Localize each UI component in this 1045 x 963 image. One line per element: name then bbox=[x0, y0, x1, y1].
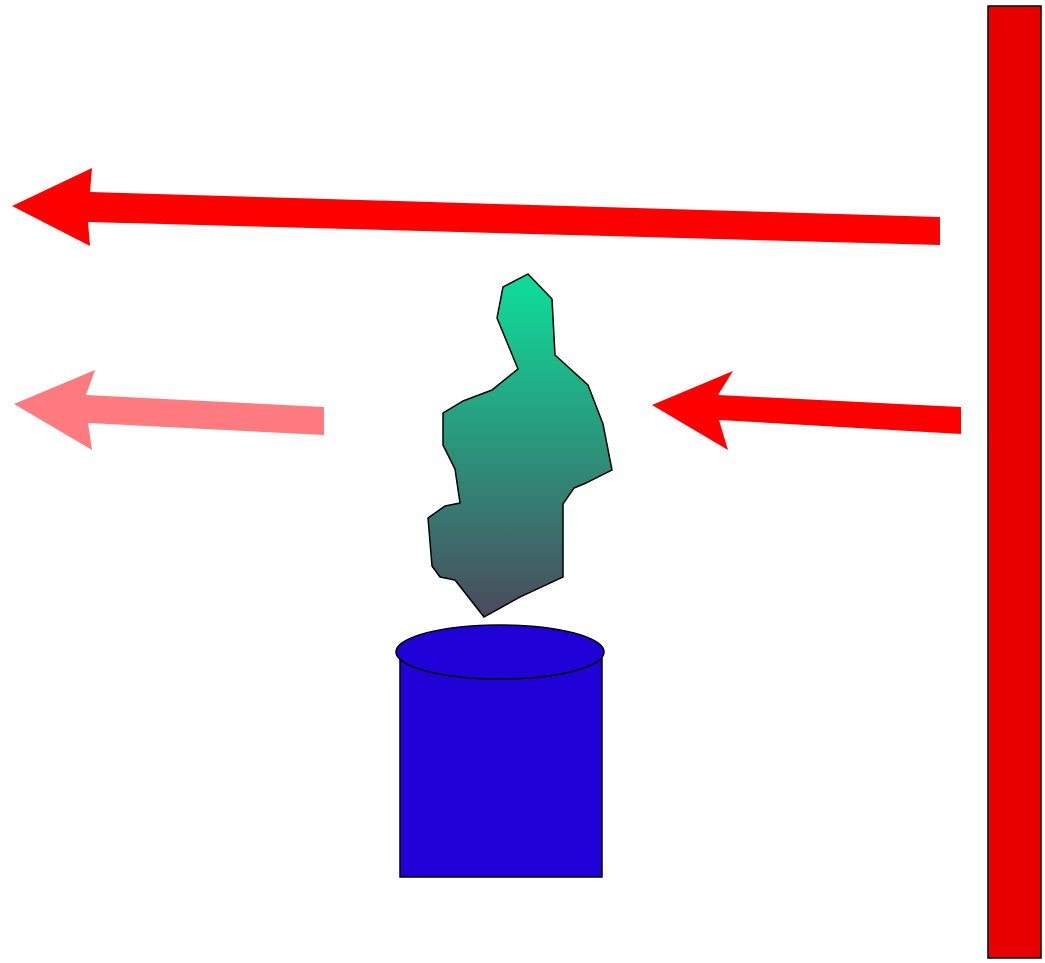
faded-arrow bbox=[14, 370, 324, 450]
cylinder-body bbox=[399, 651, 603, 878]
middle-arrow bbox=[652, 371, 961, 450]
irregular-shape bbox=[427, 273, 613, 618]
cylinder-top bbox=[395, 624, 605, 680]
upper-arrow bbox=[12, 168, 940, 246]
wall bbox=[987, 5, 1042, 959]
cylinder bbox=[395, 624, 605, 878]
